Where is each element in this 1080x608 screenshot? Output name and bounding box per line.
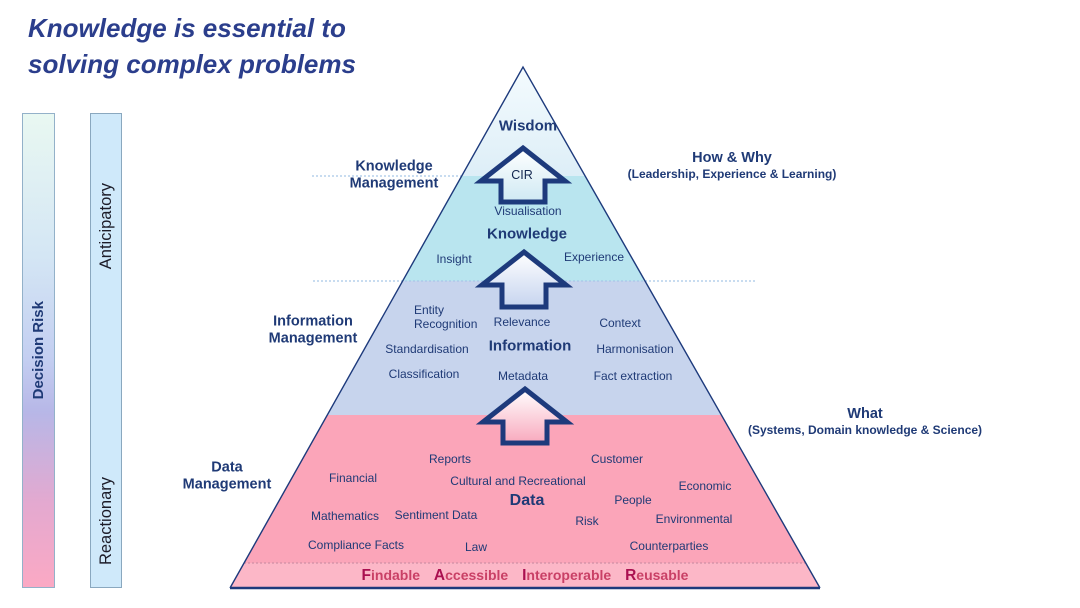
data-item: Financial (328, 471, 378, 485)
fair-word-accessible: Accessible (433, 567, 509, 584)
knowledge-layer (403, 176, 645, 281)
decision-risk-bar: Decision Risk (22, 113, 55, 588)
information-up-arrow (475, 385, 575, 446)
fair-initial: R (625, 567, 637, 584)
knowledge-item: Visualisation (494, 204, 562, 218)
fair-rest: ccessible (445, 567, 509, 583)
information-item: Harmonisation (596, 342, 674, 356)
fair-rest: eusable (636, 567, 689, 583)
information-item: Metadata (497, 369, 549, 383)
data-item: Cultural and Recreational (450, 474, 586, 488)
knowledge-management-label: Knowledge Management (349, 158, 439, 192)
fair-initial: F (361, 567, 372, 584)
information-item: Standardisation (385, 342, 469, 356)
data-item: Customer (590, 452, 644, 466)
fair-word-interoperable: Interoperable (522, 567, 612, 584)
data-item: Law (464, 540, 488, 554)
title-line-2: solving complex problems (28, 49, 356, 80)
pyramid-outline (229, 65, 821, 589)
title-line-1: Knowledge is essential to (28, 13, 346, 43)
fair-rest: indable (371, 567, 421, 583)
information-item: Entity Recognition (414, 303, 478, 332)
wisdom-title: Wisdom (498, 117, 558, 135)
fair-word-findable: Findable (361, 567, 421, 584)
how-why-annotation: How & Why (Leadership, Experience & Lear… (628, 150, 837, 182)
page-title: Knowledge is essential to solving comple… (28, 10, 356, 83)
data-item: Compliance Facts (307, 538, 405, 552)
cir-arrow-label: CIR (511, 168, 533, 182)
data-item: Risk (575, 514, 599, 528)
knowledge-item: Insight (436, 252, 472, 266)
knowledge-item: Experience (563, 250, 625, 264)
what-annotation: What (Systems, Domain knowledge & Scienc… (748, 406, 982, 438)
fair-initial: A (433, 567, 446, 584)
wisdom-layer (462, 67, 585, 176)
information-item: Fact extraction (593, 369, 673, 383)
information-item: Relevance (493, 315, 551, 329)
fair-strip (230, 563, 820, 588)
information-item: Classification (388, 367, 460, 381)
knowledge-up-arrow (474, 248, 574, 310)
fair-initial: I (522, 567, 527, 584)
data-item: Sentiment Data (394, 508, 478, 522)
information-management-label: Information Management (268, 313, 358, 347)
information-item: Context (599, 316, 641, 330)
anticipatory-reactionary-bar: Anticipatory Reactionary (90, 113, 122, 588)
fair-caption: Findable Accessible Interoperable Reusab… (357, 567, 694, 585)
knowledge-title: Knowledge (486, 225, 568, 243)
data-layer (244, 415, 806, 563)
data-item: People (614, 493, 652, 507)
data-item: Reports (428, 452, 472, 466)
data-title: Data (509, 492, 545, 509)
data-item: Environmental (655, 512, 733, 526)
information-title: Information (488, 337, 572, 355)
how-why-subtitle: (Leadership, Experience & Learning) (627, 167, 837, 182)
data-item: Counterparties (629, 539, 709, 553)
fair-word-reusable: Reusable (625, 567, 689, 584)
information-layer (327, 281, 721, 415)
fair-rest: nteroperable (526, 567, 612, 583)
what-title: What (847, 406, 883, 423)
cir-up-arrow (473, 144, 573, 205)
how-why-title: How & Why (692, 150, 772, 167)
data-management-label: Data Management (182, 459, 272, 493)
what-subtitle: (Systems, Domain knowledge & Science) (747, 423, 983, 438)
data-item: Mathematics (310, 509, 380, 523)
data-item: Economic (678, 479, 732, 493)
